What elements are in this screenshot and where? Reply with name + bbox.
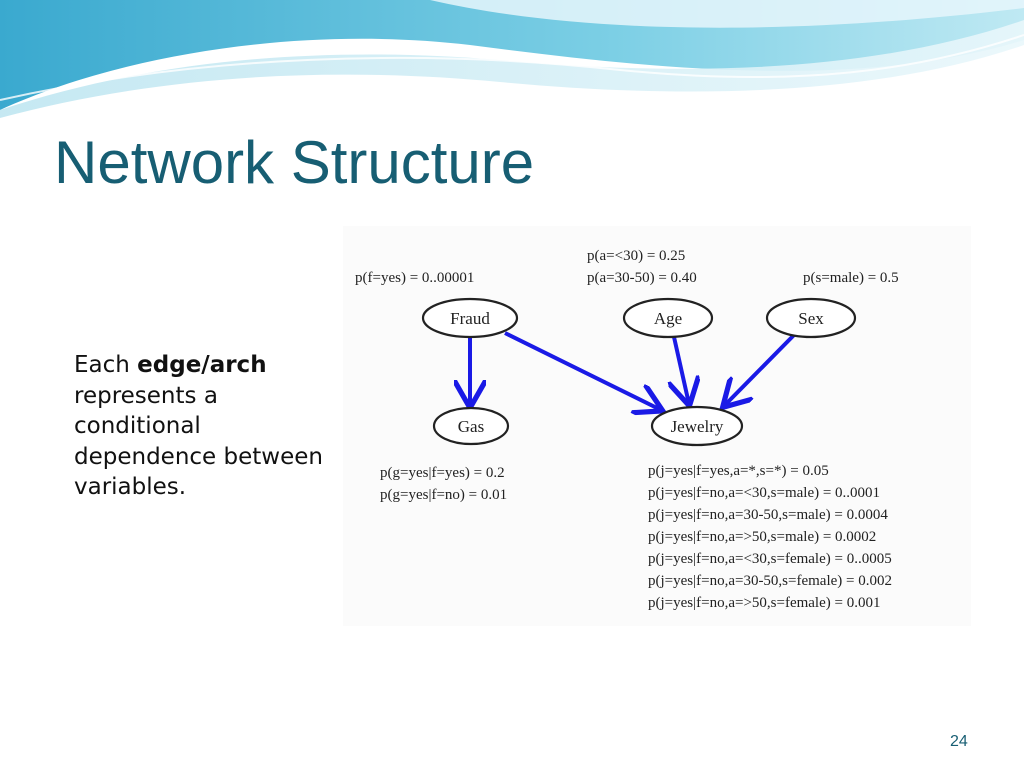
node-sex-label: Sex bbox=[798, 309, 824, 328]
prob-sex-0: p(s=male) = 0.5 bbox=[803, 270, 899, 286]
edge-age-jewelry bbox=[674, 336, 689, 404]
node-fraud: Fraud bbox=[421, 297, 519, 339]
prob-gas-0: p(g=yes|f=yes) = 0.2 bbox=[380, 465, 505, 481]
slide-title: Network Structure bbox=[54, 129, 535, 196]
body-text-suffix: represents a conditional dependence betw… bbox=[74, 382, 323, 501]
prob-fraud-0: p(f=yes) = 0..00001 bbox=[355, 270, 474, 286]
prob-jewelry-4: p(j=yes|f=no,a=<30,s=female) = 0..0005 bbox=[648, 551, 892, 567]
node-fraud-label: Fraud bbox=[450, 309, 490, 328]
prob-jewelry-5: p(j=yes|f=no,a=30-50,s=female) = 0.002 bbox=[648, 573, 892, 589]
bayesian-network-diagram: Fraud Age Sex Gas Jewelry p(f=yes) = 0..… bbox=[343, 226, 971, 626]
prob-age-1: p(a=30-50) = 0.40 bbox=[587, 270, 697, 286]
header-wave-decoration bbox=[0, 0, 1024, 118]
node-jewelry: Jewelry bbox=[650, 405, 744, 447]
slide-body-text: Each edge/arch represents a conditional … bbox=[74, 350, 334, 503]
prob-jewelry-2: p(j=yes|f=no,a=30-50,s=male) = 0.0004 bbox=[648, 507, 888, 523]
node-gas: Gas bbox=[432, 406, 510, 446]
prob-gas-1: p(g=yes|f=no) = 0.01 bbox=[380, 487, 507, 503]
prob-jewelry-6: p(j=yes|f=no,a=>50,s=female) = 0.001 bbox=[648, 595, 880, 611]
prob-jewelry-3: p(j=yes|f=no,a=>50,s=male) = 0.0002 bbox=[648, 529, 876, 545]
edge-sex-jewelry bbox=[724, 332, 797, 406]
body-text-prefix: Each bbox=[74, 352, 138, 378]
prob-jewelry-0: p(j=yes|f=yes,a=*,s=*) = 0.05 bbox=[648, 463, 829, 479]
prob-jewelry-1: p(j=yes|f=no,a=<30,s=male) = 0..0001 bbox=[648, 485, 880, 501]
node-sex: Sex bbox=[765, 297, 857, 339]
node-gas-label: Gas bbox=[458, 417, 484, 436]
node-age: Age bbox=[622, 297, 714, 339]
edge-fraud-jewelry bbox=[504, 331, 661, 410]
node-age-label: Age bbox=[654, 309, 682, 328]
node-jewelry-label: Jewelry bbox=[671, 417, 724, 436]
prob-age-0: p(a=<30) = 0.25 bbox=[587, 248, 685, 264]
body-text-bold: edge/arch bbox=[137, 352, 267, 378]
page-number: 24 bbox=[950, 733, 968, 750]
